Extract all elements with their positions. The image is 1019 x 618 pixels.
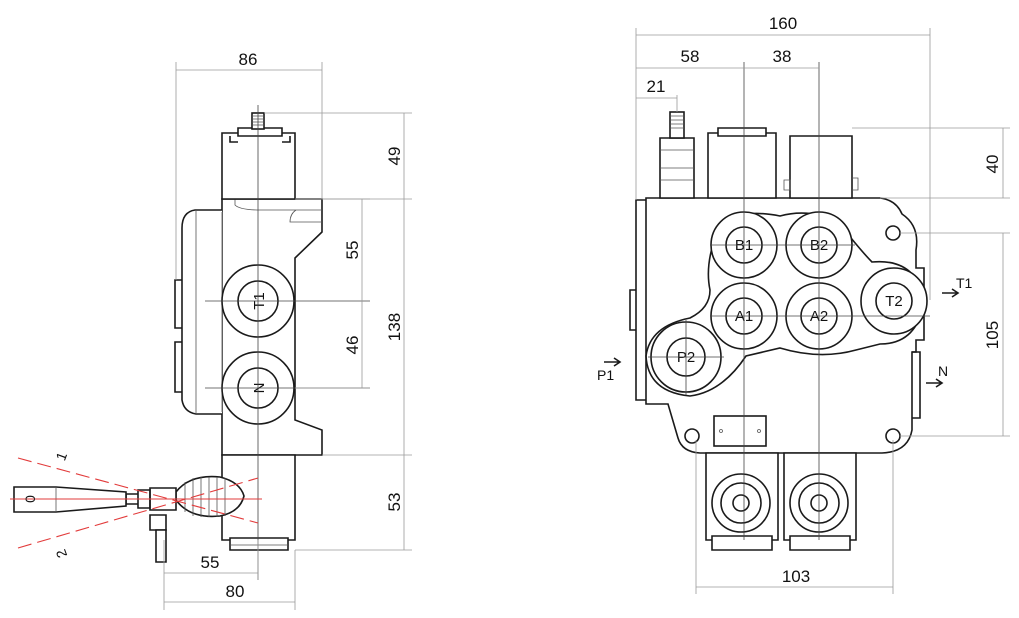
dim-49: 49 — [385, 147, 404, 166]
lever-swing-2 — [17, 477, 259, 549]
lever-label-1: 1 — [52, 450, 70, 463]
side-top-cap — [237, 127, 283, 137]
dim-160: 160 — [769, 14, 797, 33]
front-spool-a-mid — [720, 482, 762, 524]
front-port-t2-inner — [875, 282, 913, 320]
side-bottom-cap — [229, 537, 289, 551]
lever-stem — [155, 529, 167, 563]
dim-38: 38 — [773, 47, 792, 66]
front-bottom-cap-a — [711, 535, 773, 551]
arrow-p1 — [604, 357, 622, 367]
front-centerline-p2 — [648, 320, 724, 395]
front-bottom-housing-a — [705, 452, 779, 541]
lever-swing-1 — [17, 457, 259, 524]
side-top-studs — [229, 136, 291, 143]
dim-55-vertical: 55 — [343, 241, 362, 260]
front-bottom-housing-b — [783, 452, 857, 541]
arrow-t1-label: T1 — [956, 275, 973, 291]
arrow-n — [926, 378, 944, 388]
dim-80: 80 — [226, 582, 245, 601]
nameplate-rivet-right — [757, 429, 761, 433]
nameplate-rivet-left — [719, 429, 723, 433]
dim-86: 86 — [239, 50, 258, 69]
front-inlet-fitting-detail — [660, 149, 694, 181]
side-dimensions: 86 49 138 53 55 46 55 80 — [163, 50, 412, 610]
lever-bellows — [175, 475, 245, 518]
front-dimensions: 160 58 38 21 40 105 103 — [635, 14, 1010, 594]
dim-53: 53 — [385, 493, 404, 512]
side-top-block — [221, 132, 296, 200]
dim-105: 105 — [983, 321, 1002, 349]
dim-103: 103 — [782, 567, 810, 586]
side-left-tabs — [174, 279, 182, 393]
dim-55-horizontal: 55 — [201, 553, 220, 572]
dim-46: 46 — [343, 336, 362, 355]
side-top-step — [234, 199, 322, 223]
lever-label-neutral: 0 — [22, 495, 38, 503]
front-right-tab — [912, 351, 921, 419]
dim-40: 40 — [983, 155, 1002, 174]
lever-label-2: 2 — [52, 547, 70, 560]
lever-pin — [149, 514, 167, 531]
front-solenoid-a-cap — [717, 127, 767, 137]
front-left-plate — [635, 199, 646, 401]
arrow-n-label: N — [938, 363, 948, 379]
side-left-boss — [181, 209, 222, 415]
side-view: T1 N 0 1 2 86 49 138 53 — [10, 50, 412, 610]
front-solenoid-a — [707, 132, 777, 199]
front-solenoid-b-detail — [783, 177, 859, 191]
front-inlet-screw-thread — [670, 115, 684, 129]
side-left-boss-inner — [195, 210, 223, 414]
arrow-t1 — [942, 288, 960, 298]
front-bottom-cap-b — [789, 535, 851, 551]
front-solenoid-b — [789, 135, 853, 199]
front-nameplate — [713, 415, 767, 447]
front-port-t2-label: T2 — [885, 293, 903, 310]
front-spool-a-inner — [732, 494, 750, 512]
dim-138: 138 — [385, 313, 404, 341]
front-mount-hole-bl — [684, 428, 700, 444]
arrow-p1-label: P1 — [597, 367, 614, 383]
front-spool-a-outer — [711, 473, 771, 533]
dim-21: 21 — [647, 77, 666, 96]
front-port-t2-outer — [860, 267, 928, 335]
front-left-tab — [629, 289, 636, 331]
dim-58: 58 — [681, 47, 700, 66]
front-view: B1 B2 A1 A2 T2 P2 P1 T1 — [597, 14, 1010, 594]
